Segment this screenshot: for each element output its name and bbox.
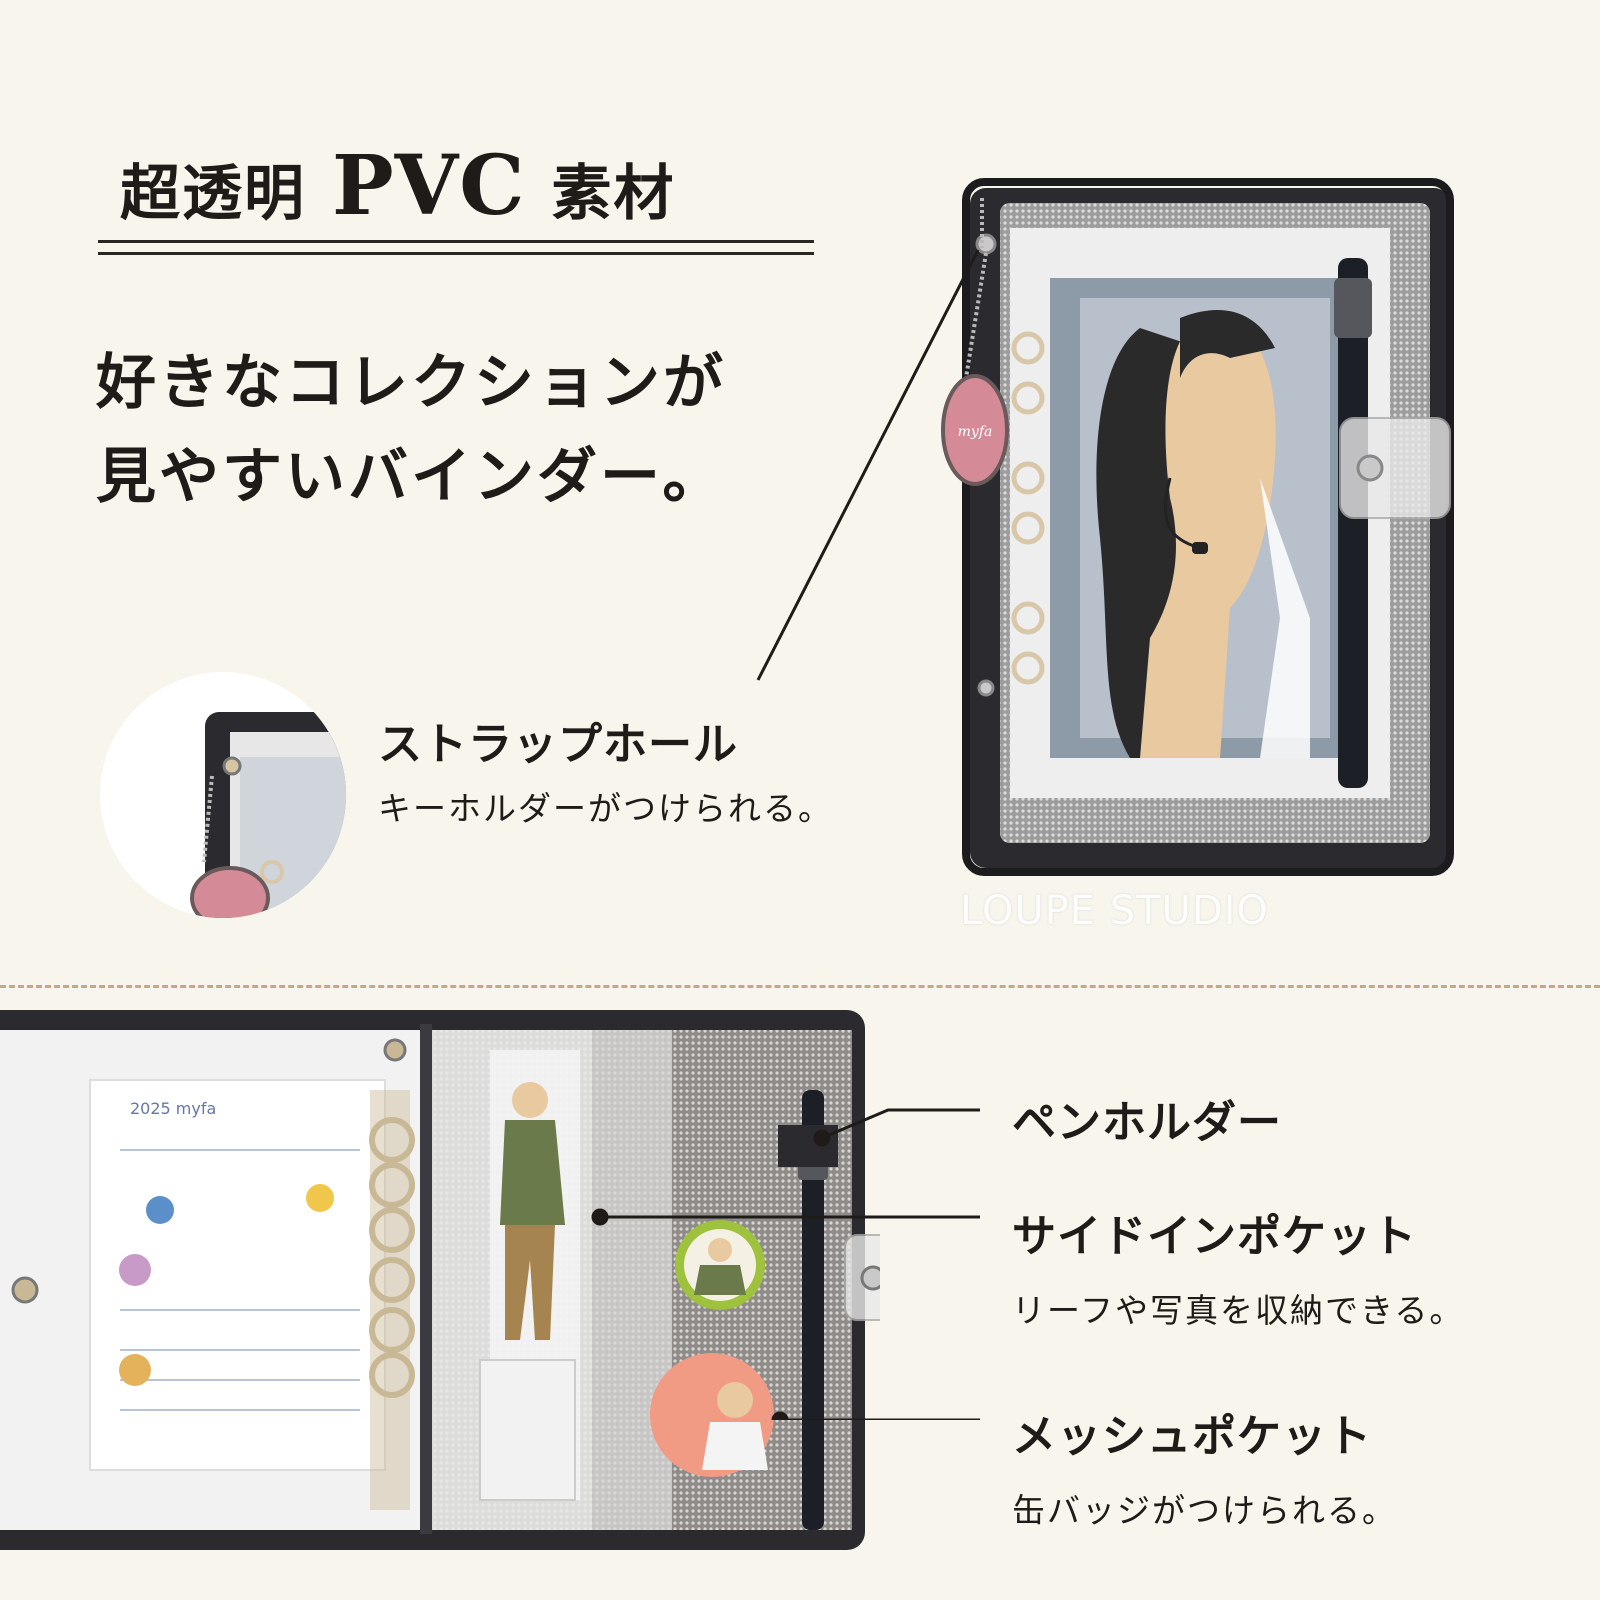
binder-closed-photo [962,178,1454,876]
binder-open-photo: 2025 myfa [0,1010,880,1550]
headline-line-1: 好きなコレクションが [96,348,726,418]
headline: 好きなコレクションが 見やすいバインダー。 [96,336,856,524]
svg-text:2025 myfa: 2025 myfa [130,1099,216,1118]
strap-hole-title: ストラップホール [378,719,738,770]
strap-leader-line [756,249,980,681]
title-suffix: 素材 [551,159,676,229]
title-prefix: 超透明 [120,159,306,229]
watermark: LOUPE STUDIO [960,888,1269,934]
section-divider [0,985,1600,988]
pen-holder-title: ペンホルダー [1012,1097,1282,1148]
mesh-pocket-title: メッシュポケット [1012,1411,1372,1462]
title-rule-bottom [98,252,814,255]
mesh-pocket-desc: 缶バッジがつけられる。 [1012,1491,1397,1530]
side-pocket-title: サイドインポケット [1012,1211,1417,1262]
headline-line-2: 見やすいバインダー。 [96,442,726,512]
page-title: 超透明 PVC 素材 [120,138,676,234]
strap-hole-desc: キーホルダーがつけられる。 [378,789,833,828]
title-pvc: PVC [332,138,526,234]
svg-text:myfa: myfa [958,424,993,440]
feature-leader-lines [591,1108,980,1420]
keychain-charm-icon: myfa [941,374,1009,486]
title-rule-top [98,240,814,243]
side-pocket-desc: リーフや写真を収納できる。 [1012,1291,1465,1330]
strap-closeup-photo [100,672,346,918]
